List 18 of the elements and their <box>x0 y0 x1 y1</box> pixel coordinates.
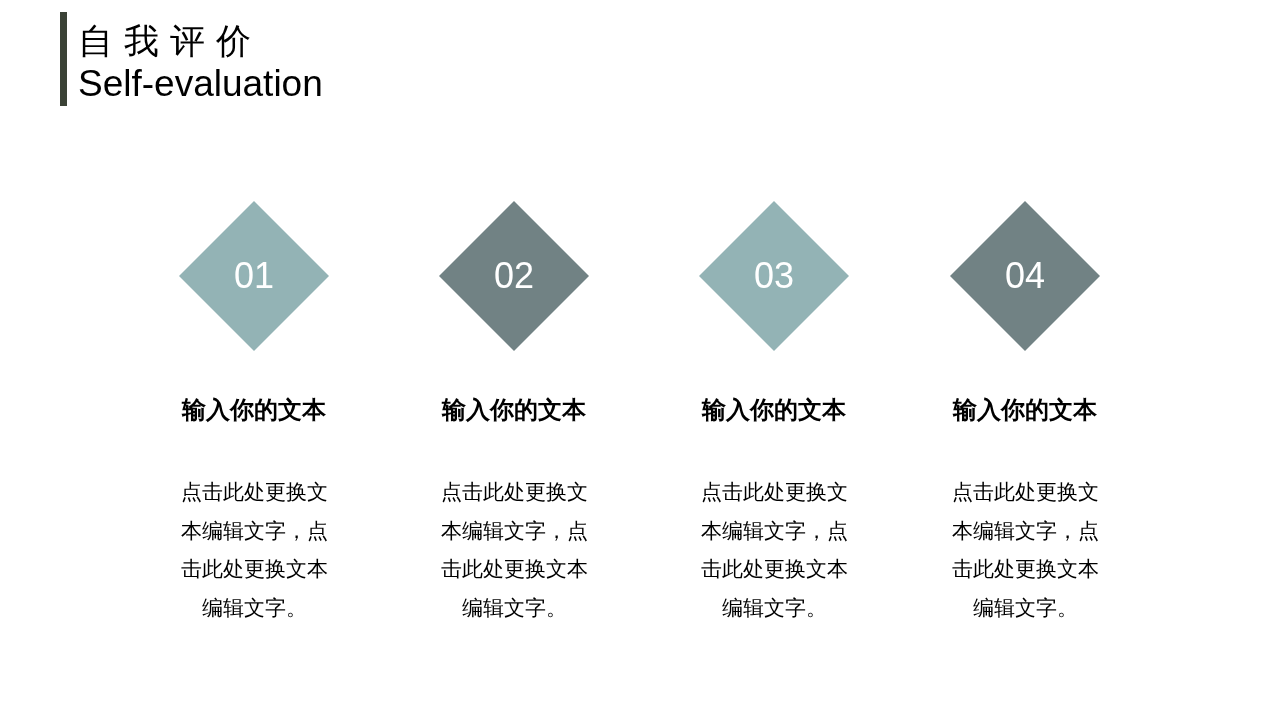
number-label: 02 <box>494 256 534 296</box>
body-text: 点击此处更换文本编辑文字，点击此处更换文本编辑文字。 <box>179 479 329 621</box>
number-label: 04 <box>1005 256 1045 296</box>
diamond-tile <box>179 201 329 351</box>
heading-text: 输入你的文本 <box>440 395 587 425</box>
body-text: 点击此处更换文本编辑文字，点击此处更换文本编辑文字。 <box>439 479 589 621</box>
body-text: 点击此处更换文本编辑文字，点击此处更换文本编辑文字。 <box>950 479 1100 621</box>
diamond-tile <box>439 201 589 351</box>
heading-text: 输入你的文本 <box>700 395 847 425</box>
body-text: 点击此处更换文本编辑文字，点击此处更换文本编辑文字。 <box>699 479 849 621</box>
subtitle-text: Self-evaluation <box>78 62 323 106</box>
diamond-tile <box>950 201 1100 351</box>
heading-text: 输入你的文本 <box>180 395 327 425</box>
number-label: 01 <box>234 256 274 296</box>
number-label: 03 <box>754 256 794 296</box>
heading-text: 输入你的文本 <box>951 395 1098 425</box>
diamond-tile <box>699 201 849 351</box>
title-text: 自我评价 <box>78 20 262 62</box>
